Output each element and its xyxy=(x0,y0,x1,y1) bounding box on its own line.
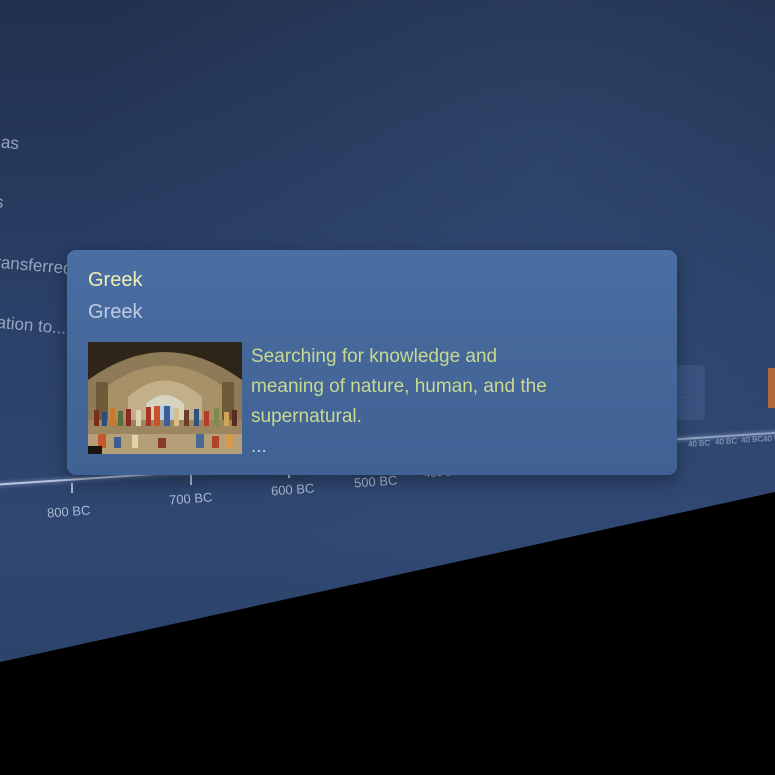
tick-label: 40 BC xyxy=(762,433,775,444)
tick-label: 40 BC xyxy=(740,434,764,445)
event-title: Greek xyxy=(88,269,143,291)
tick-label: 40 BC xyxy=(714,436,738,447)
event-subtitle: Greek xyxy=(88,301,143,323)
tick-label: 800 BC xyxy=(46,502,91,521)
background-text-line: ills such as xyxy=(0,132,20,154)
more-ellipsis[interactable]: ... xyxy=(251,436,267,457)
event-description-text: Searching for knowledge and meaning of n… xyxy=(251,346,547,427)
event-detail-card[interactable]: Greek Greek xyxy=(67,250,677,475)
tick-mark xyxy=(71,483,73,493)
distant-event-text: · · · · ·· · · ·· · · · ·· · · · xyxy=(676,368,690,401)
tick-label: 600 BC xyxy=(270,480,315,499)
tick-label: 700 BC xyxy=(168,489,213,508)
distant-event-image[interactable] xyxy=(768,368,775,408)
school-of-athens-painting xyxy=(88,342,242,454)
tick-label: 500 BC xyxy=(353,472,398,491)
event-image[interactable] xyxy=(88,342,242,454)
tick-label: 40 BC xyxy=(687,438,711,449)
tick-mark xyxy=(190,475,192,485)
background-text-line: nple tools xyxy=(0,189,5,212)
event-description: Searching for knowledge and meaning of n… xyxy=(251,342,571,462)
